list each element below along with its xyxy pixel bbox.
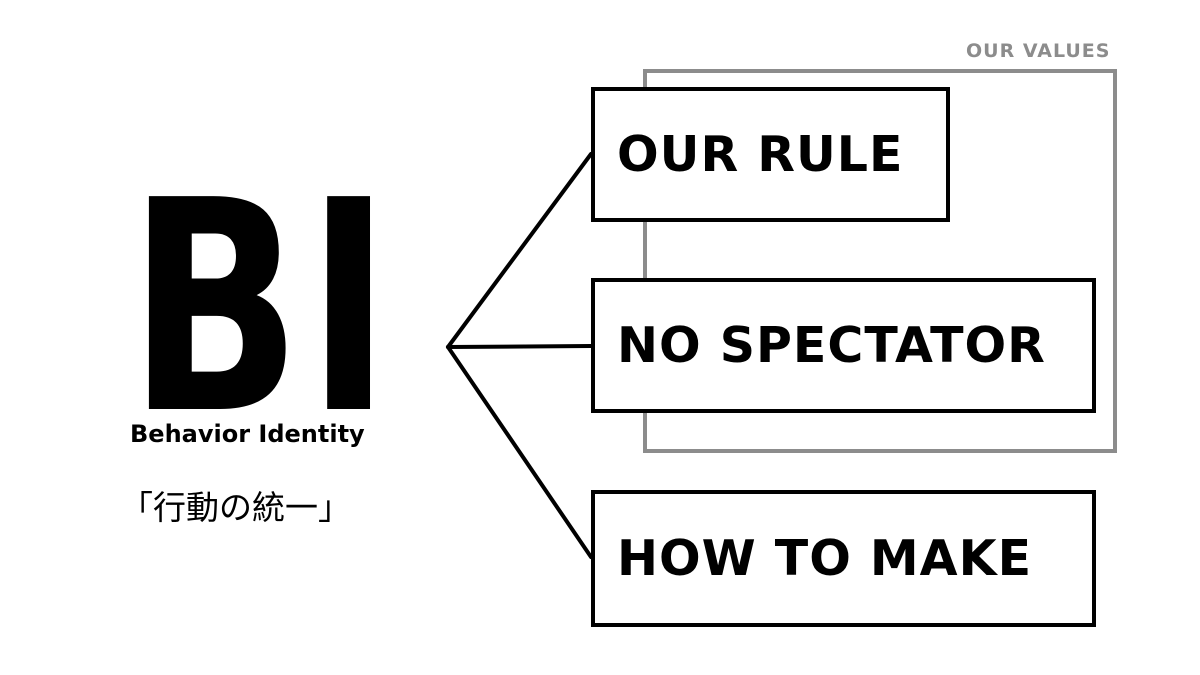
value-box-how-to-make: HOW TO MAKE: [591, 490, 1096, 627]
our-values-frame: [643, 69, 1117, 453]
value-label-our-rule: OUR RULE: [617, 126, 904, 183]
bi-japanese-caption: 「行動の統一」: [120, 488, 351, 527]
connector-no-spectator: [446, 344, 593, 349]
our-values-label: OUR VALUES: [966, 40, 1111, 62]
value-box-our-rule: OUR RULE: [591, 87, 950, 222]
bi-subtitle: Behavior Identity: [130, 420, 365, 448]
bi-title: BI: [128, 138, 396, 478]
value-label-no-spectator: NO SPECTATOR: [617, 317, 1046, 374]
connector-our-rule: [446, 152, 593, 349]
connector-how-to-make: [446, 345, 593, 559]
value-box-no-spectator: NO SPECTATOR: [591, 278, 1096, 413]
value-label-how-to-make: HOW TO MAKE: [617, 530, 1033, 587]
